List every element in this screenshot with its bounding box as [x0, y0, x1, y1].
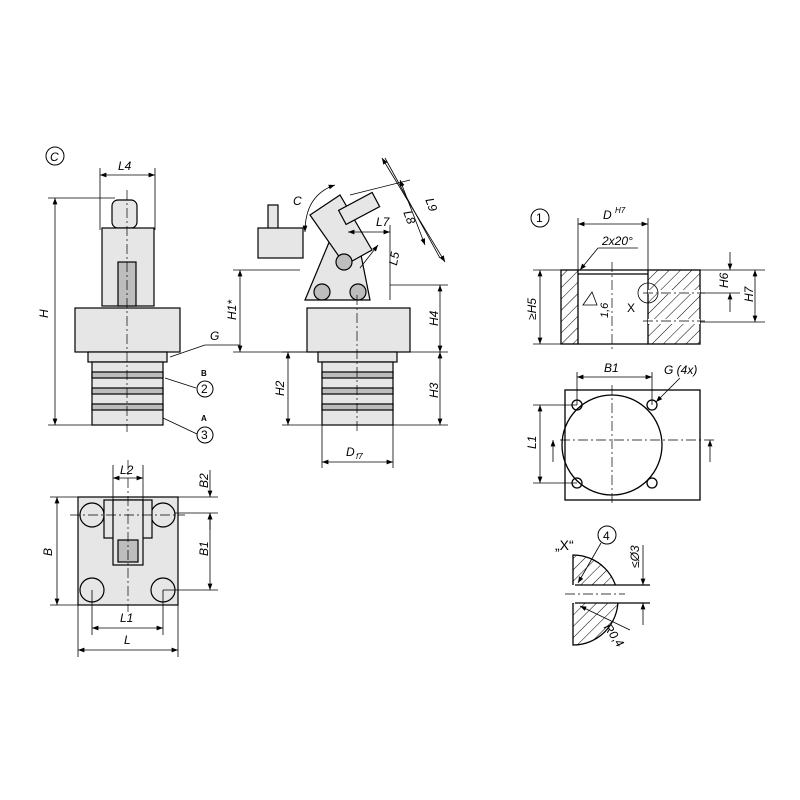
port-B-label: B [201, 369, 207, 378]
dim-B1: B1 [197, 541, 211, 556]
dim-L2: L2 [120, 463, 134, 477]
dim-L1: L1 [120, 611, 133, 625]
detail-1-section: 1 X 1,6 D H7 2x20° ≥H5 H6 H7 [525, 206, 765, 350]
arm-tip [337, 191, 381, 226]
dim-L1-mount: L1 [525, 436, 539, 449]
side-threaded-cylinder [321, 361, 394, 426]
pivot-lower-right [349, 283, 367, 301]
thread-G-4x: G (4x) [664, 363, 697, 377]
dim-D: D [346, 445, 355, 459]
side-view: C L7 L5 L8 L9 H1* H4 H3 H2 D f7 [225, 157, 448, 468]
dim-D-tolerance: f7 [356, 452, 363, 461]
detail-1-callout: 1 [536, 211, 543, 225]
dim-L8: L8 [400, 209, 418, 227]
body-collar [87, 351, 168, 363]
dim-H: H [37, 309, 51, 318]
dim-H4: H4 [427, 310, 441, 326]
side-body [306, 307, 411, 353]
clamp-body [74, 307, 181, 353]
dim-L: L [124, 633, 131, 647]
roughness-symbol: 1,6 [599, 302, 611, 318]
dim-C: C [293, 194, 302, 208]
plan-view: L2 B2 B1 B L1 L [41, 460, 218, 657]
dim-B1-mount: B1 [604, 361, 619, 375]
detail-X-title: „X“ [555, 537, 574, 553]
clamp-knob [111, 199, 138, 229]
dim-B2: B2 [197, 473, 211, 488]
pivot-upper [335, 253, 353, 271]
dim-B: B [41, 548, 55, 556]
dim-R0-4: R0,4 [601, 621, 627, 650]
dim-D-bore-tolerance: H7 [615, 206, 626, 215]
dim-dia-3: ≤Ø3 [628, 545, 642, 568]
port-A-label: A [201, 414, 207, 423]
mounting-plan: B1 G (4x) L1 [525, 361, 715, 505]
dim-H7: H7 [742, 285, 756, 302]
dim-H3: H3 [427, 382, 441, 398]
dim-H2: H2 [273, 380, 287, 396]
dim-H5: ≥H5 [525, 298, 539, 320]
dim-H1: H1* [225, 300, 239, 320]
callout-3: 3 [201, 428, 208, 442]
view-marker-label: C [50, 150, 59, 164]
lever-base [257, 227, 304, 259]
callout-2: 2 [201, 382, 208, 396]
callout-4: 4 [603, 529, 610, 543]
dim-H6: H6 [717, 272, 731, 288]
chamfer-label: 2x20° [601, 234, 633, 248]
dim-L5: L5 [386, 250, 402, 266]
pivot-lower-left [313, 283, 331, 301]
threaded-cylinder [91, 361, 164, 426]
dim-L9: L9 [422, 196, 440, 214]
view-marker-circle [45, 146, 65, 166]
dim-L7: L7 [376, 215, 391, 229]
stop-screw [267, 204, 279, 231]
front-view: C L4 H G B 2 A 3 [37, 146, 240, 444]
dim-L4: L4 [118, 159, 132, 173]
detail-X-marker: X [627, 301, 635, 315]
detail-X: „X“ 4 ≤Ø3 R0,4 [555, 525, 650, 650]
dim-D-bore: D [603, 208, 612, 222]
dim-G: G [210, 329, 219, 343]
